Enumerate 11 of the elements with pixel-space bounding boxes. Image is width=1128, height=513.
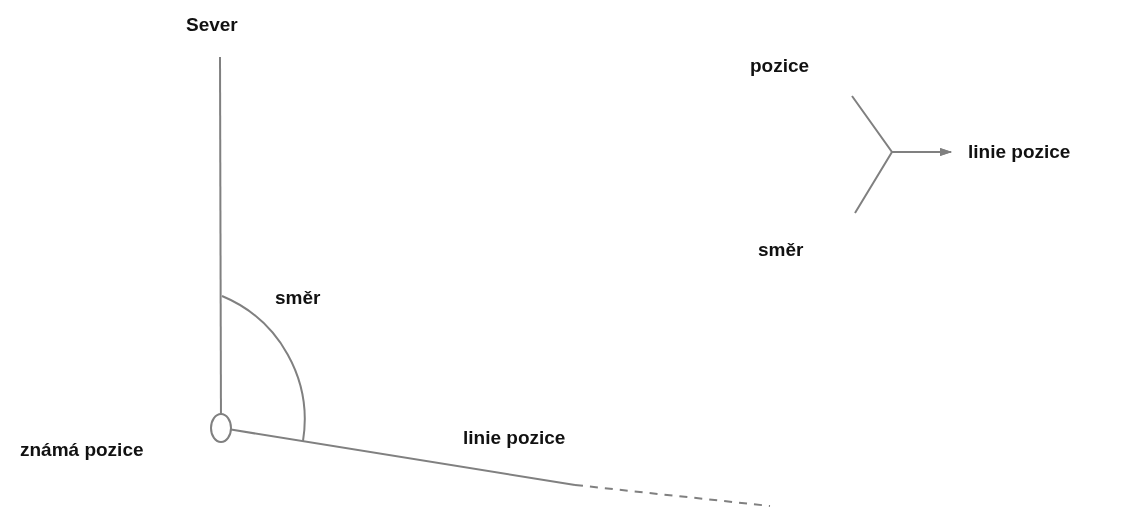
arrow bbox=[854, 148, 952, 214]
position-marker bbox=[210, 413, 232, 443]
node-label: Sever bbox=[186, 14, 238, 36]
position-caption: známá pozice bbox=[20, 439, 144, 461]
node-label: směr bbox=[758, 239, 804, 261]
line bbox=[219, 56, 222, 415]
edge-label: linie pozice bbox=[463, 427, 566, 449]
angle-label: směr bbox=[275, 287, 321, 309]
bearing-line bbox=[229, 428, 771, 507]
node-label: linie pozice bbox=[968, 141, 1071, 163]
node-label: pozice bbox=[750, 55, 810, 77]
